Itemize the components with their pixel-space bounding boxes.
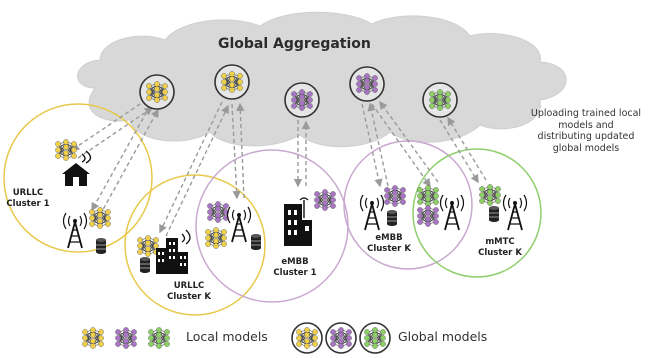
local-model-building [314, 189, 336, 211]
cell-tower-icon [502, 194, 528, 231]
cell-tower-icon [439, 194, 465, 231]
cluster-label-urllc-1: URLLC Cluster 1 [6, 188, 50, 209]
database-icon [489, 206, 499, 222]
cluster-label-urllc-k: URLLC Cluster K [167, 281, 211, 302]
process-note: Uploading trained local models and distr… [530, 108, 642, 154]
database-icon [140, 257, 150, 273]
cluster-circle-mmtc-k [412, 148, 542, 278]
neural-network-icon [364, 327, 386, 349]
neural-network-icon [207, 201, 229, 223]
building-icon [284, 197, 312, 246]
neural-network-icon [291, 89, 313, 111]
local-model-urllc1-tower [89, 207, 111, 229]
global-model-mmtc-k [422, 82, 458, 118]
neural-network-icon [148, 327, 170, 349]
neural-network-icon [296, 327, 318, 349]
local-model-house [55, 139, 77, 161]
cell-tower-icon [359, 194, 385, 231]
local-model-embbk-b [417, 185, 439, 207]
city-icon [156, 229, 191, 274]
neural-network-icon [479, 184, 501, 206]
cell-tower-icon [226, 206, 252, 243]
neural-network-icon [115, 327, 137, 349]
link-arrows [70, 99, 487, 237]
local-model-embb1-a [207, 201, 229, 223]
neural-network-icon [89, 207, 111, 229]
legend-global-label: Global models [398, 329, 488, 344]
cluster-circle-urllc-1 [3, 103, 153, 253]
neural-network-icon [356, 73, 378, 95]
neural-network-icon [221, 71, 243, 93]
neural-network-icon [314, 189, 336, 211]
house-icon [62, 150, 92, 186]
legend-local-model-green [148, 327, 170, 349]
cluster-circle-urllc-k [124, 174, 266, 316]
legend-local-model-purple [115, 327, 137, 349]
cluster-label-embb-1: eMBB Cluster 1 [273, 257, 317, 278]
neural-network-icon [417, 205, 439, 227]
database-icon [96, 238, 106, 254]
cluster-circle-embb-1 [195, 149, 349, 303]
cloud-title: Global Aggregation [218, 36, 371, 52]
database-icon [387, 210, 397, 226]
legend-global-model-purple [325, 322, 357, 354]
local-model-embbk-c [417, 205, 439, 227]
database-icon [251, 234, 261, 250]
cluster-label-mmtc-k: mMTC Cluster K [478, 237, 522, 258]
global-model-urllc-k [214, 64, 250, 100]
neural-network-icon [330, 327, 352, 349]
local-model-city-1 [137, 235, 159, 257]
local-model-mmtc [479, 184, 501, 206]
local-model-embbk-a [384, 185, 406, 207]
global-model-embb-k [349, 66, 385, 102]
neural-network-icon [82, 327, 104, 349]
neural-network-icon [146, 81, 168, 103]
legend-global-model-green [359, 322, 391, 354]
neural-network-icon [429, 89, 451, 111]
neural-network-icon [417, 185, 439, 207]
global-model-urllc-1 [139, 74, 175, 110]
legend-local-label: Local models [186, 329, 268, 344]
local-model-embb1-b [205, 227, 227, 249]
neural-network-icon [205, 227, 227, 249]
cluster-label-embb-k: eMBB Cluster K [367, 233, 411, 254]
global-model-embb-1 [284, 82, 320, 118]
neural-network-icon [384, 185, 406, 207]
neural-network-icon [55, 139, 77, 161]
cell-tower-icon [62, 212, 88, 249]
legend-global-model-yellow [291, 322, 323, 354]
legend-local-model-yellow [82, 327, 104, 349]
neural-network-icon [137, 235, 159, 257]
